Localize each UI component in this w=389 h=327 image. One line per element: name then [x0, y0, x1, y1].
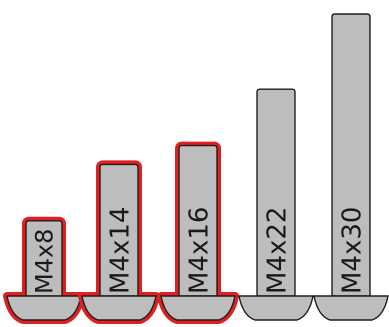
- screw-shaft: [331, 13, 371, 297]
- screw-m4x30: M4x30: [313, 13, 389, 321]
- screw-head: [160, 295, 236, 321]
- screw-label: M4x22: [262, 207, 292, 294]
- screw-m4x14: M4x14: [78, 160, 160, 324]
- screw-m4x8: M4x8: [3, 216, 85, 324]
- screw-head: [81, 295, 157, 321]
- screw-shaft: [99, 163, 139, 297]
- screw-label: M4x14: [105, 207, 135, 294]
- screw-head: [6, 295, 82, 321]
- screw-head: [313, 295, 389, 321]
- screw-m4x22: M4x22: [238, 88, 314, 321]
- screw-head: [238, 295, 314, 321]
- screw-m4x16: M4x16: [157, 141, 239, 324]
- screw-label: M4x16: [184, 207, 214, 294]
- screw-shaft: [256, 88, 296, 297]
- screw-shaft: [178, 144, 218, 297]
- screw-label: M4x8: [31, 229, 59, 294]
- screw-label: M4x30: [337, 207, 367, 294]
- screw-shaft: [25, 220, 63, 297]
